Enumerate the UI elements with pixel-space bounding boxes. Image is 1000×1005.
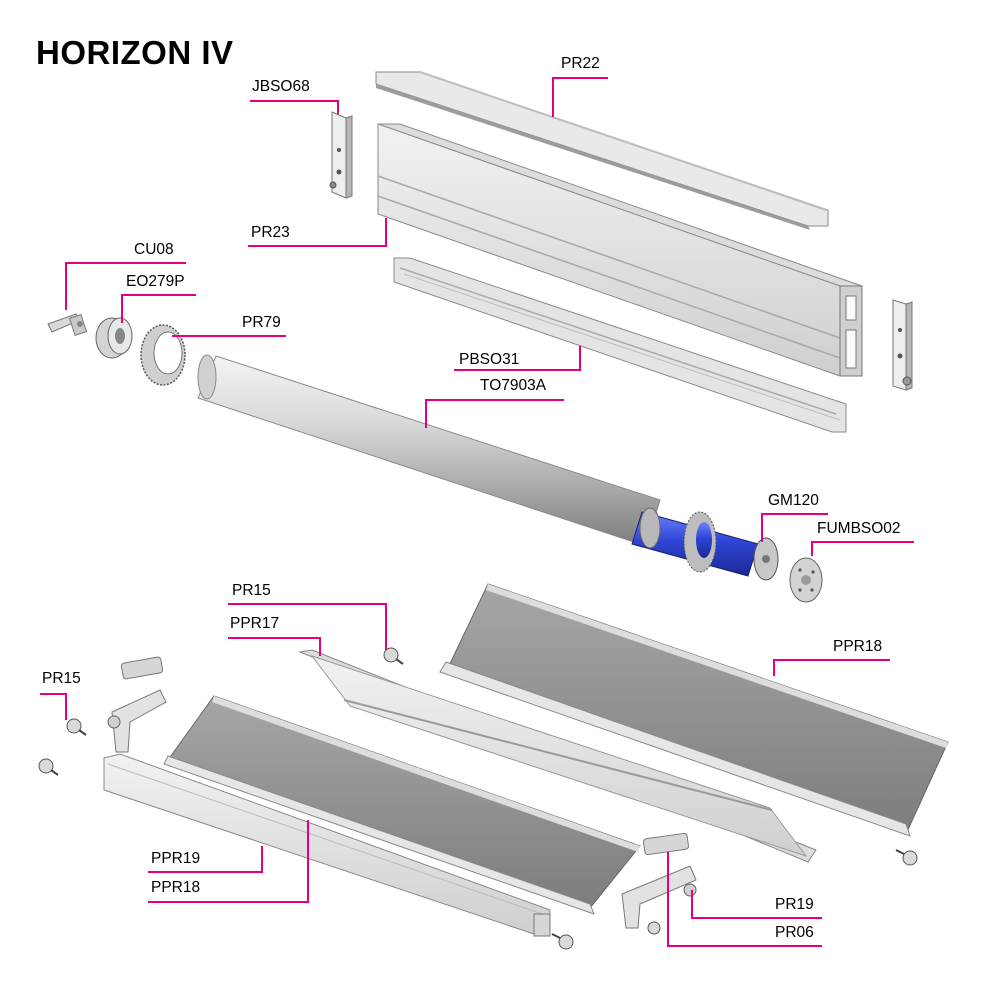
label-pr15-left: PR15 [42,670,81,687]
left-hardware-group [38,647,404,776]
leader-eo279p [121,294,196,323]
gm120-motor [631,507,779,581]
leader-pr23 [248,218,387,247]
label-ppr17: PPR17 [230,615,280,632]
leader-to7903a [425,399,564,428]
leader-pr15-left [40,693,67,720]
jbso68-end-bracket [329,111,353,199]
leader-ppr18-right [773,659,890,676]
leader-ppr19 [148,846,263,873]
ppr19-front-profile [103,753,551,937]
fumbso02-bracket-plate [789,557,823,603]
label-pr22: PR22 [561,55,600,72]
leader-jbso68 [250,100,339,114]
leader-pr22 [552,77,608,117]
label-pr23: PR23 [251,224,290,241]
label-ppr18-bottom: PPR18 [151,879,201,896]
leader-ppr17 [228,637,321,656]
label-ppr18-right: PPR18 [833,638,883,655]
leader-lines [40,77,914,947]
label-cu08: CU08 [134,241,174,258]
leader-pbso31 [454,346,581,371]
label-eo279p: EO279P [126,273,185,290]
label-pr06: PR06 [775,924,814,941]
ppr18-right-panel [439,583,949,837]
label-pbso31: PBSO31 [459,351,520,368]
pr22-cover-profile [375,71,829,230]
pr79-ring [140,324,186,386]
page-title: HORIZON IV [36,34,234,71]
label-gm120: GM120 [768,492,819,509]
label-pr79: PR79 [242,314,281,331]
label-pr19: PR19 [775,896,814,913]
label-fumbso02: FUMBSO02 [817,520,901,537]
leader-pr06 [667,852,822,947]
pbso31-bottom-rail [393,257,847,433]
eo279p-adapter [95,317,133,359]
label-pr15-top: PR15 [232,582,271,599]
label-ppr19: PPR19 [151,850,201,867]
ppr17-arm-profile [298,649,817,863]
ppr18-lower-panel [163,695,641,915]
leader-ppr18-bottom [148,820,309,903]
label-jbso68: JBSO68 [252,78,310,95]
pr23-cassette-box [377,123,863,377]
leader-cu08 [65,262,186,310]
cu08-crank-handle [47,313,88,337]
leader-pr15-top [228,603,387,650]
leader-fumbso02 [811,541,914,556]
leader-pr19 [691,890,822,919]
leader-gm120 [761,513,828,542]
label-to7903a: TO7903A [480,377,547,394]
right-hardware-group [551,832,918,950]
to7903a-roller-tube [197,354,661,547]
right-end-bracket [892,299,913,391]
